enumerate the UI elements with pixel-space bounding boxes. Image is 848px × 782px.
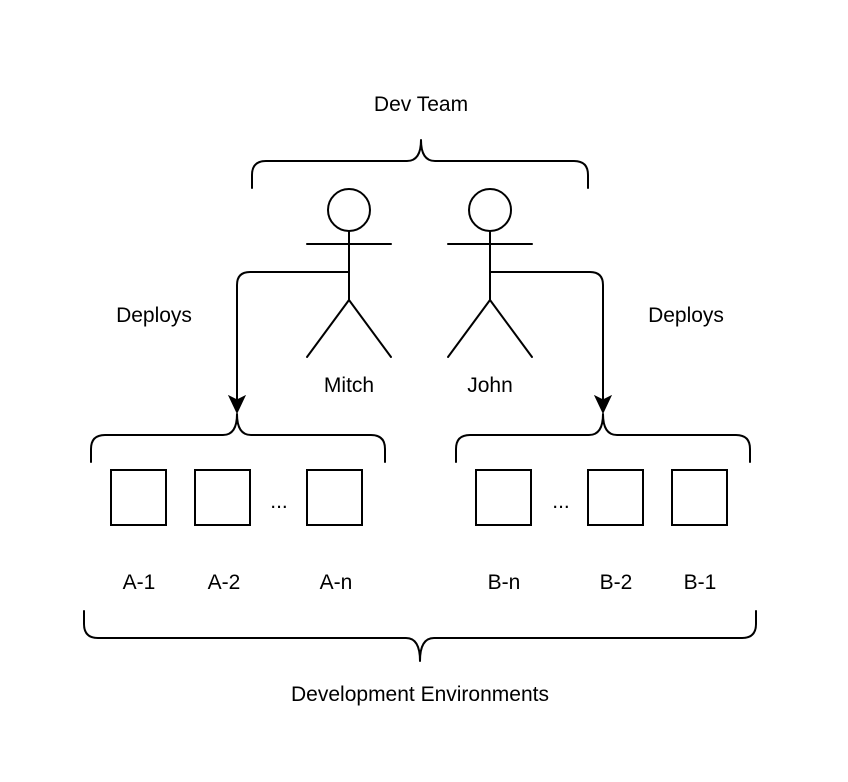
environment-a-1-label: A-1 <box>123 571 156 594</box>
john-actor-icon <box>447 188 533 358</box>
environment-b-brace <box>455 413 751 463</box>
john-arrowhead-icon <box>593 394 613 415</box>
development-environments-label: Development Environments <box>291 683 549 706</box>
dev-team-title: Dev Team <box>374 93 468 116</box>
mitch-arrowhead-icon <box>227 394 247 415</box>
environment-a-n-box <box>306 469 363 526</box>
environment-a-brace <box>90 413 386 463</box>
environment-b-ellipsis: ... <box>552 490 570 513</box>
john-deploy-connector <box>489 271 604 401</box>
environment-a-1-box <box>110 469 167 526</box>
john-deploys-label: Deploys <box>648 304 724 327</box>
environment-a-ellipsis: ... <box>270 490 288 513</box>
environment-a-2-box <box>194 469 251 526</box>
john-label: John <box>467 374 513 397</box>
environment-b-n-label: B-n <box>488 571 521 594</box>
environment-b-n-box <box>475 469 532 526</box>
mitch-deploy-connector <box>236 271 350 401</box>
mitch-actor-icon <box>306 188 392 358</box>
environment-a-2-label: A-2 <box>208 571 241 594</box>
environment-b-1-label: B-1 <box>684 571 717 594</box>
environment-b-1-box <box>671 469 728 526</box>
environment-b-2-box <box>587 469 644 526</box>
environment-a-n-label: A-n <box>320 571 353 594</box>
development-environments-brace <box>83 610 757 662</box>
mitch-label: Mitch <box>324 374 374 397</box>
mitch-deploys-label: Deploys <box>116 304 192 327</box>
dev-team-brace <box>251 139 589 189</box>
environment-b-2-label: B-2 <box>600 571 633 594</box>
